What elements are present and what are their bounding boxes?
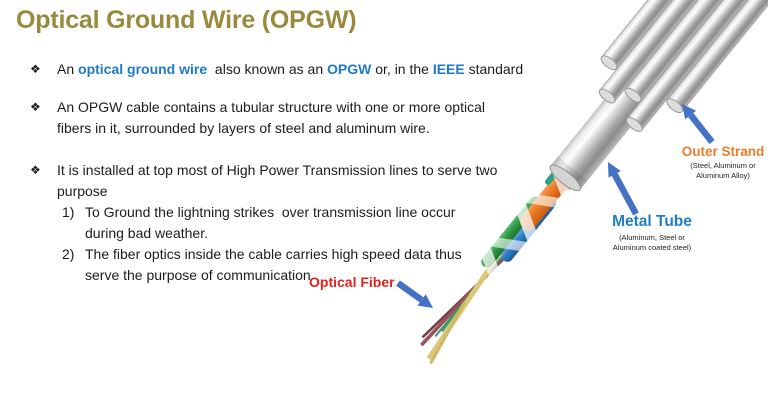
bullet-list: ❖ An optical ground wire also known as a… xyxy=(30,59,530,286)
outer-strand-arrow xyxy=(682,104,715,145)
diamond-bullet-icon: ❖ xyxy=(30,163,41,177)
page-title: Optical Ground Wire (OPGW) xyxy=(16,6,357,34)
metal-tube-label: Metal Tube xyxy=(612,213,692,230)
list-number: 1) xyxy=(62,204,75,220)
bullet-text: An optical ground wire also known as an … xyxy=(57,61,524,77)
bullet-item: ❖ It is installed at top most of High Po… xyxy=(30,160,530,202)
outer-strand-label: Outer Strand xyxy=(681,144,765,159)
bullet-item: ❖ An OPGW cable contains a tubular struc… xyxy=(30,97,530,139)
bullet-text: It is installed at top most of High Powe… xyxy=(57,162,498,199)
optical-fiber-label: Optical Fiber xyxy=(309,274,395,290)
numbered-item: 2) The fiber optics inside the cable car… xyxy=(62,244,530,286)
bullet-text: An OPGW cable contains a tubular structu… xyxy=(57,99,485,136)
diamond-bullet-icon: ❖ xyxy=(30,100,41,114)
numbered-text: To Ground the lightning strikes over tra… xyxy=(85,204,456,241)
list-number: 2) xyxy=(62,246,75,262)
diamond-bullet-icon: ❖ xyxy=(30,62,41,76)
optical-fiber-callout: Optical Fiber xyxy=(309,274,409,290)
bullet-item: ❖ An optical ground wire also known as a… xyxy=(30,59,530,80)
outer-strand-callout: Outer Strand (Steel, Aluminum or Aluminu… xyxy=(666,144,768,180)
numbered-item: 1) To Ground the lightning strikes over … xyxy=(62,202,530,244)
numbered-text: The fiber optics inside the cable carrie… xyxy=(85,246,462,283)
metal-tube-callout: Metal Tube (Aluminum, Steel or Aluminum … xyxy=(600,213,704,252)
outer-strands xyxy=(598,0,768,132)
outer-strand-sublabel: (Steel, Aluminum or Aluminum Alloy) xyxy=(690,161,756,180)
metal-tube-arrow xyxy=(608,162,639,216)
metal-tube-sublabel: (Aluminum, Steel or Aluminum coated stee… xyxy=(612,233,692,252)
